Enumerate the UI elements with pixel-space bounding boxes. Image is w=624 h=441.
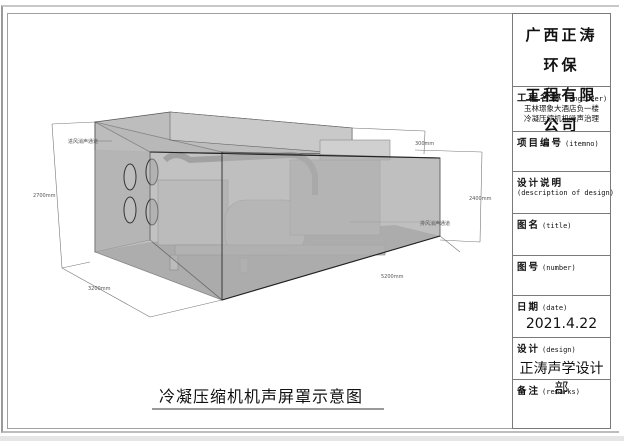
company-cell: 广西正涛环保 工程有限公司 [513, 14, 610, 134]
title-underline [152, 408, 384, 410]
remarks-label-en: (remarks) [542, 388, 580, 396]
number-label-en: (number) [542, 264, 576, 272]
description-label-en: (description of design) [517, 189, 614, 197]
company-name-line1: 广西正涛环保 [525, 26, 598, 74]
number-label: 图号 [517, 262, 541, 273]
drawing-title: 冷凝压缩机机声屏罩示意图 [159, 387, 364, 406]
title-block: 广西正涛环保 工程有限公司 工程名称(engineer) 玉林璟象大酒店负一楼 … [512, 13, 614, 429]
date-cell: 日期(date) 2021.4.22 [513, 296, 610, 338]
title-label-en: (title) [542, 222, 572, 230]
dim-height-total: 2700mm [33, 193, 56, 199]
vent-inlet-label: 进风消声通道 [68, 138, 98, 145]
dim-height-front: 2400mm [469, 196, 492, 202]
dimension-lines [51, 121, 483, 318]
number-cell: 图号(number) [513, 256, 610, 296]
engineer-cell: 工程名称(engineer) 玉林璟象大酒店负一楼 冷凝压缩机机噪声治理 [513, 87, 610, 132]
bottom-margin [0, 436, 624, 441]
remarks-cell: 备注(remarks) [513, 380, 610, 428]
dim-length: 5200mm [381, 274, 404, 280]
itemno-label-en: (itemno) [565, 140, 599, 148]
drawing-frame [7, 13, 512, 429]
design-label: 设计 [517, 344, 541, 355]
date-label-en: (date) [542, 304, 568, 312]
engineer-label-en: (engineer) [565, 95, 608, 103]
title-label: 图名 [517, 220, 541, 231]
engineer-value-line1: 玉林璟象大酒店负一楼 [524, 104, 599, 113]
remarks-label: 备注 [517, 386, 541, 397]
design-value: 正涛声学设计部 [519, 361, 604, 397]
engineer-label: 工程名称 [517, 93, 564, 104]
enclosure-diagram: 进风消声通道 排风消声通道 2700mm 2400mm 300mm 3200mm… [33, 111, 492, 318]
company-name-line2: 工程有限公司 [525, 86, 598, 134]
title-cell: 图名(title) [513, 214, 610, 256]
vent-outlet-label: 排风消声通道 [420, 220, 450, 227]
itemno-label: 项目编号 [517, 138, 564, 149]
description-label: 设计说明 [517, 178, 564, 189]
date-label: 日期 [517, 302, 541, 313]
dim-step: 300mm [415, 141, 434, 147]
dim-width: 3200mm [88, 286, 111, 292]
outer-frame [1, 5, 619, 433]
date-value: 2021.4.22 [525, 316, 598, 332]
description-cell: 设计说明 (description of design) [513, 172, 614, 214]
engineer-value-line2: 冷凝压缩机机噪声治理 [524, 114, 599, 123]
design-cell: 设计(design) 正涛声学设计部 [513, 338, 610, 397]
itemno-cell: 项目编号(itemno) [513, 132, 610, 172]
design-label-en: (design) [542, 346, 576, 354]
